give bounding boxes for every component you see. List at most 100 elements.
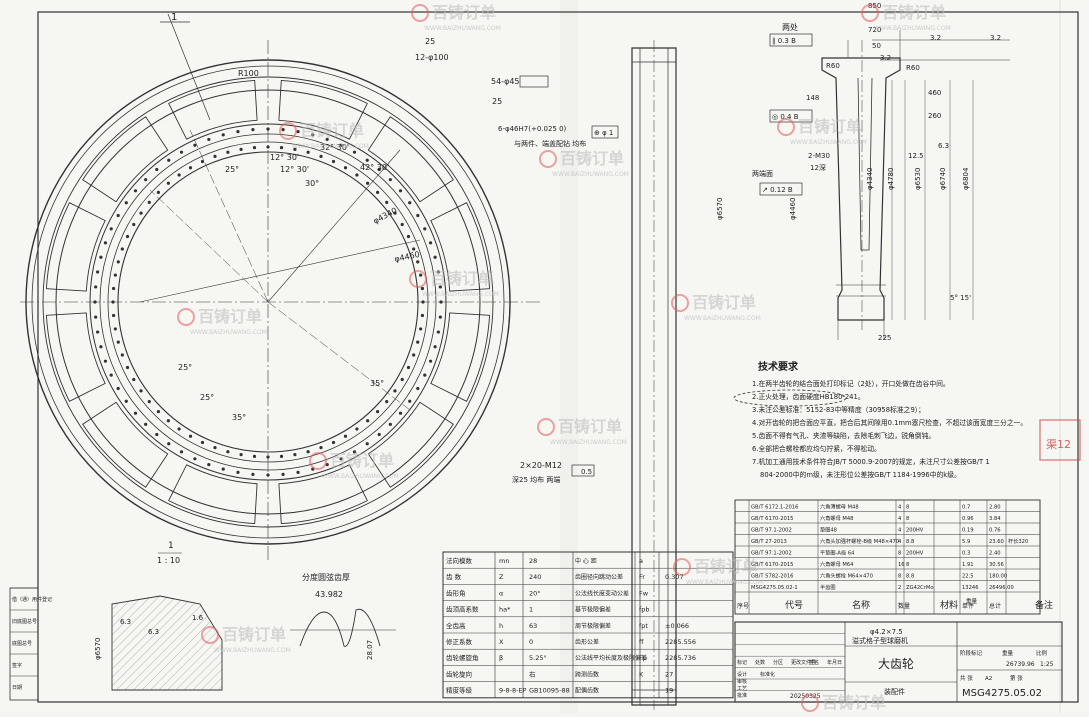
bolt-hole bbox=[408, 399, 412, 403]
bolt-hole bbox=[221, 467, 225, 471]
position-tolerance: ⊕ φ 1 bbox=[594, 129, 613, 137]
param2-name: 齿形公差 bbox=[575, 638, 599, 646]
bolt-hole bbox=[144, 422, 148, 426]
bom-name: 平垫圈-A级 64 bbox=[820, 549, 855, 557]
bom-total: 2.40 bbox=[989, 551, 1001, 557]
product-name: 溢式格子型球磨机 bbox=[852, 636, 908, 645]
hole-note-mid: 6-φ46H7(+0.025 0) bbox=[498, 125, 567, 133]
parallelism-tolerance: ∥ 0.3 B bbox=[772, 37, 796, 45]
bom-material: ZG42CrMo bbox=[906, 585, 934, 591]
param2-name: 基节极限偏差 bbox=[575, 606, 611, 614]
param2-value: 27 bbox=[665, 670, 673, 678]
section-dimension: 3.2 bbox=[990, 34, 1001, 42]
role-header: 处数 bbox=[755, 659, 765, 666]
watermark-brand: 百铸订单 bbox=[558, 417, 622, 436]
bolt-hole bbox=[132, 377, 136, 382]
param2-symbol: Fw bbox=[639, 589, 649, 597]
bolt-hole bbox=[388, 422, 392, 426]
bom-header: 代号 bbox=[785, 600, 803, 611]
format-value: A2 bbox=[985, 676, 992, 682]
section-dimension: 12.5 bbox=[908, 152, 924, 160]
bom-header: 材料 bbox=[940, 599, 958, 611]
bolt-hole bbox=[109, 373, 113, 377]
param2-value: ±0.066 bbox=[665, 622, 689, 630]
bom-material: 8 bbox=[906, 505, 909, 511]
bolt-hole bbox=[306, 150, 310, 154]
section-dimension: 148 bbox=[806, 94, 819, 102]
bolt-hole bbox=[412, 353, 416, 357]
bolt-hole bbox=[252, 145, 257, 150]
bolt-hole bbox=[103, 359, 108, 363]
watermark-brand: 百铸订单 bbox=[822, 693, 886, 712]
param2-symbol: Fp bbox=[639, 654, 647, 662]
bolt-hole bbox=[279, 454, 284, 459]
section-dimension: φ4460 bbox=[789, 198, 797, 220]
ring-angle-label: 42° 30' bbox=[360, 163, 389, 172]
param-symbol: Z bbox=[499, 573, 504, 581]
watermark-brand: 百铸订单 bbox=[560, 149, 624, 168]
bolt-hole bbox=[179, 450, 184, 454]
bolt-hole bbox=[166, 419, 170, 423]
param-symbol: β bbox=[499, 654, 503, 662]
param2-symbol: a bbox=[639, 557, 643, 565]
strip-cell: 日期 bbox=[12, 685, 22, 691]
role-header: 年月日 bbox=[827, 659, 842, 666]
param-name: 齿 数 bbox=[446, 572, 462, 581]
bolt-hole bbox=[124, 399, 128, 403]
bolt-hole bbox=[239, 147, 243, 151]
bolt-hole bbox=[252, 454, 257, 459]
param-name: 齿轮螺旋角 bbox=[446, 653, 479, 662]
param-symbol: α bbox=[499, 589, 503, 597]
section-dimension: 225 bbox=[878, 334, 891, 342]
bolt-hole bbox=[433, 345, 437, 349]
param2-symbol: ff bbox=[639, 638, 644, 646]
bom-total: 180.00 bbox=[989, 574, 1007, 580]
bom-header: 备注 bbox=[1035, 599, 1053, 611]
spoke-window bbox=[45, 202, 106, 292]
bom-name: 六角螺母 M48 bbox=[820, 514, 853, 522]
role-header: 更改文件号 bbox=[791, 659, 816, 666]
bolt-hole bbox=[167, 442, 171, 446]
weight-label: 重量 bbox=[1002, 649, 1014, 657]
bolt-hole bbox=[177, 173, 181, 177]
bom-total: 23.60 bbox=[989, 539, 1004, 545]
spoke-window bbox=[45, 312, 106, 402]
bolt-hole bbox=[293, 147, 297, 151]
bom-unit: 5.9 bbox=[962, 539, 970, 545]
spoke-window bbox=[278, 79, 368, 140]
bom-code: GB/T 97.1-2002 bbox=[751, 551, 792, 557]
section-dimension: φ6740 bbox=[939, 168, 947, 190]
bom-weight-label: 重量 bbox=[966, 597, 978, 605]
bom-qty: 4 bbox=[898, 516, 902, 522]
spoke-window bbox=[82, 116, 169, 203]
dim-25-b: 25 bbox=[492, 97, 502, 106]
bolt-hole bbox=[111, 286, 116, 291]
param2-symbol: fpt bbox=[639, 622, 648, 630]
role-row: 工艺 bbox=[737, 686, 747, 692]
bom-unit: 0.3 bbox=[962, 551, 970, 557]
drawing-number: MSG4275.05.02 bbox=[962, 688, 1042, 699]
param2-name: 公法线平均长度及极限偏差 bbox=[575, 654, 647, 662]
bolt-hole bbox=[366, 419, 370, 423]
bom-name: 六角头加强杆螺栓-B级 M48×470 bbox=[820, 537, 899, 545]
bom-total: 30.56 bbox=[989, 562, 1004, 568]
tech-req-item-cont: 804-2000中的m级，未注形位公差按GB/T 1184-1996中的k级。 bbox=[760, 470, 961, 479]
section-dimension: 3.2 bbox=[880, 54, 891, 62]
bolt-hole bbox=[339, 143, 343, 147]
bolt-hole bbox=[125, 365, 130, 370]
param-name: 全齿高 bbox=[446, 621, 466, 630]
ring-angle-label: 32° 30' bbox=[320, 143, 349, 152]
bolt-hole bbox=[200, 440, 205, 445]
bolt-hole bbox=[156, 190, 160, 194]
bolt-hole bbox=[116, 213, 120, 218]
bolt-hole bbox=[423, 227, 427, 231]
bolt-hole bbox=[416, 386, 420, 391]
param-value: 右 bbox=[529, 669, 536, 678]
bom-unit: 0.7 bbox=[962, 505, 970, 511]
bom-unit: 0.19 bbox=[962, 528, 974, 534]
dim-25-a: 25 bbox=[425, 37, 435, 46]
role-row: 批准 bbox=[737, 692, 747, 699]
bolt-hole bbox=[266, 455, 270, 459]
param-value: 5.25° bbox=[529, 654, 547, 662]
